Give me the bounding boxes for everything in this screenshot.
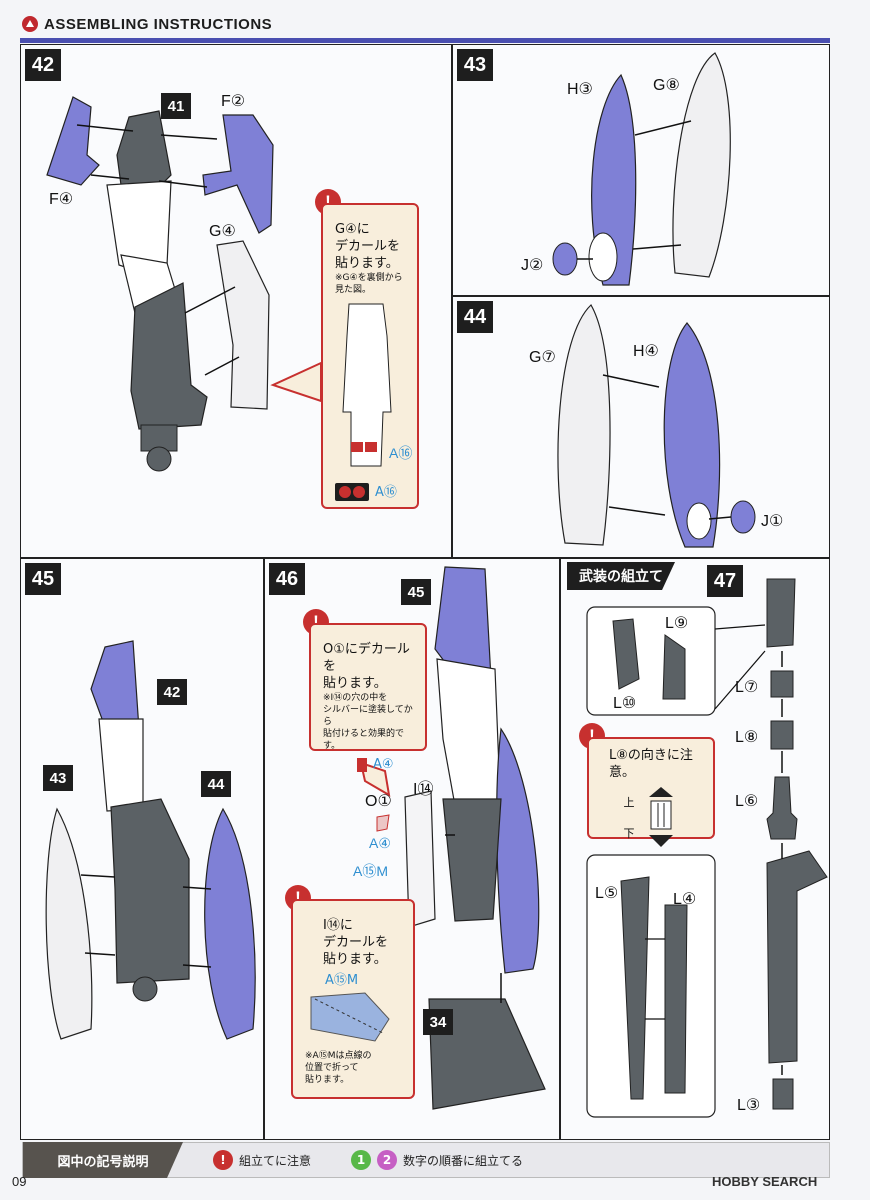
legend-item-order: 1 2 数字の順番に組立てる: [351, 1150, 523, 1170]
step-number: 44: [457, 301, 493, 333]
legend-label: 数字の順番に組立てる: [403, 1153, 524, 1168]
step-44-panel: 44 G⑦ H④ J①: [452, 296, 830, 558]
part-label-g4: G④: [209, 223, 236, 240]
caution-icon: !: [213, 1150, 233, 1170]
ref-step-45: 45: [401, 579, 431, 605]
step-45-panel: 45 42 43 44: [20, 558, 264, 1140]
decal-note-g4: G④に デカールを 貼ります。 ※G④を裏側から 見た図。 A⑯: [321, 203, 419, 509]
note-line: I⑭に: [323, 918, 353, 933]
step-number: 43: [457, 49, 493, 81]
ref-step-34: 34: [423, 1009, 453, 1035]
part-label-g7: G⑦: [529, 349, 556, 366]
ref-step-44: 44: [201, 771, 231, 797]
legend-label: 組立てに注意: [239, 1153, 312, 1168]
part-label-f2: F②: [221, 93, 246, 110]
step-46-illustration: [359, 566, 546, 1110]
decal-swatch: [357, 757, 367, 772]
note-line: 貼ります。: [323, 676, 387, 691]
part-label-j1: J①: [761, 513, 784, 530]
section-title-weapon-assembly: 武装の組立て: [567, 562, 675, 590]
decal-label-a15m-pointer: A⑮M: [353, 863, 388, 879]
number-one-icon: 1: [351, 1150, 372, 1170]
part-label-l7: L⑦: [735, 679, 759, 696]
note-subtext: ※A⑮Mは点線の: [305, 1051, 372, 1061]
note-subtext: ※G④を裏側から: [335, 273, 403, 283]
number-two-icon: 2: [377, 1150, 398, 1170]
note-subtext: 見た図。: [335, 285, 372, 295]
part-label-h4: H④: [633, 343, 659, 360]
step-47-illustration: [586, 578, 828, 1118]
step-number: 46: [269, 563, 305, 595]
step-45-illustration: [45, 640, 256, 1040]
decal-swatch: [335, 483, 369, 501]
decal-diagram: [342, 303, 392, 467]
note-subtext: ※I⑭の穴の中を: [323, 693, 388, 703]
up-label: 上: [623, 796, 635, 809]
part-label-l8: L⑧: [735, 729, 759, 746]
note-line: デカールを: [335, 239, 401, 254]
part-label-f4: F④: [49, 191, 74, 208]
note-line: O①にデカールを: [323, 642, 410, 674]
decal-fold-diagram: [310, 992, 390, 1042]
part-label-o1: O①: [365, 793, 392, 810]
step-47-panel: 47 L⑨ L⑩ L⑦ L⑧ L⑥ L⑤ L④ L③ ! L⑧の向きに注意。 上: [560, 558, 830, 1140]
step-number: 45: [25, 563, 61, 595]
step-number: 42: [25, 49, 61, 81]
note-subtext: 貼付けると効果的です。: [323, 729, 405, 751]
step-46-panel: 46 45 34 ! O①にデカールを 貼ります。 ※I⑭の穴の中を シルバーに…: [264, 558, 560, 1140]
note-subtext: シルバーに塗装してから: [323, 705, 413, 727]
note-line: L⑧の向きに注意。: [609, 748, 693, 780]
decal-label-a16: A⑯: [375, 484, 397, 500]
step-44-illustration: [557, 304, 756, 548]
header-rule: [20, 38, 830, 43]
decal-label-a4-pointer: A④: [369, 835, 391, 851]
page-header: ASSEMBLING INSTRUCTIONS: [22, 12, 272, 36]
part-label-h3: H③: [567, 81, 593, 98]
decal-label-a16-pointer: A⑯: [389, 445, 413, 461]
legend-item-caution: ! 組立てに注意: [213, 1150, 311, 1170]
part-label-l9: L⑨: [665, 615, 689, 632]
step-43-illustration: [552, 52, 731, 286]
brand-logo-icon: [22, 16, 38, 32]
decal-label-a15m: A⑮M: [325, 973, 359, 988]
orientation-diagram: [648, 787, 673, 847]
watermark: HOBBY SEARCH: [712, 1174, 818, 1189]
decal-label-a4: A④: [373, 757, 394, 772]
note-line: G④に: [335, 222, 370, 237]
symbol-legend: 図中の記号説明 ! 組立てに注意 1 2 数字の順番に組立てる: [22, 1142, 830, 1178]
note-line: 貼ります。: [335, 256, 399, 271]
page-number: 09: [12, 1174, 27, 1189]
down-label: 下: [623, 827, 635, 840]
note-subtext: 位置で折って: [305, 1063, 359, 1073]
step-42-illustration: [46, 96, 322, 472]
decal-note-i14: I⑭に デカールを 貼ります。 A⑮M ※A⑮Mは点線の 位置で折って 貼ります…: [291, 899, 415, 1099]
step-43-panel: 43 H③ G⑧ J②: [452, 44, 830, 296]
part-label-l10: L⑩: [613, 695, 637, 712]
legend-title: 図中の記号説明: [23, 1142, 183, 1178]
page-title: ASSEMBLING INSTRUCTIONS: [44, 15, 273, 33]
part-label-i14: I⑭: [413, 781, 434, 798]
part-label-g8: G⑧: [653, 77, 680, 94]
orientation-note-l8: L⑧の向きに注意。 上 下: [587, 737, 715, 847]
part-label-l5: L⑤: [595, 885, 619, 902]
part-label-l3: L③: [737, 1097, 761, 1114]
part-label-j2: J②: [521, 257, 544, 274]
ref-step-43: 43: [43, 765, 73, 791]
note-line: デカールを: [323, 935, 389, 950]
note-line: 貼ります。: [323, 952, 387, 967]
step-number: 47: [707, 565, 743, 597]
ref-step-41: 41: [161, 93, 191, 119]
part-label-l4: L④: [673, 891, 697, 908]
ref-step-42: 42: [157, 679, 187, 705]
part-label-l6: L⑥: [735, 793, 759, 810]
note-subtext: 貼ります。: [305, 1075, 350, 1085]
decal-note-o1: O①にデカールを 貼ります。 ※I⑭の穴の中を シルバーに塗装してから 貼付ける…: [309, 623, 427, 772]
step-42-panel: 42 41 F② F④ G④ ! G④に デカールを 貼ります。 ※G④を裏側か…: [20, 44, 452, 558]
